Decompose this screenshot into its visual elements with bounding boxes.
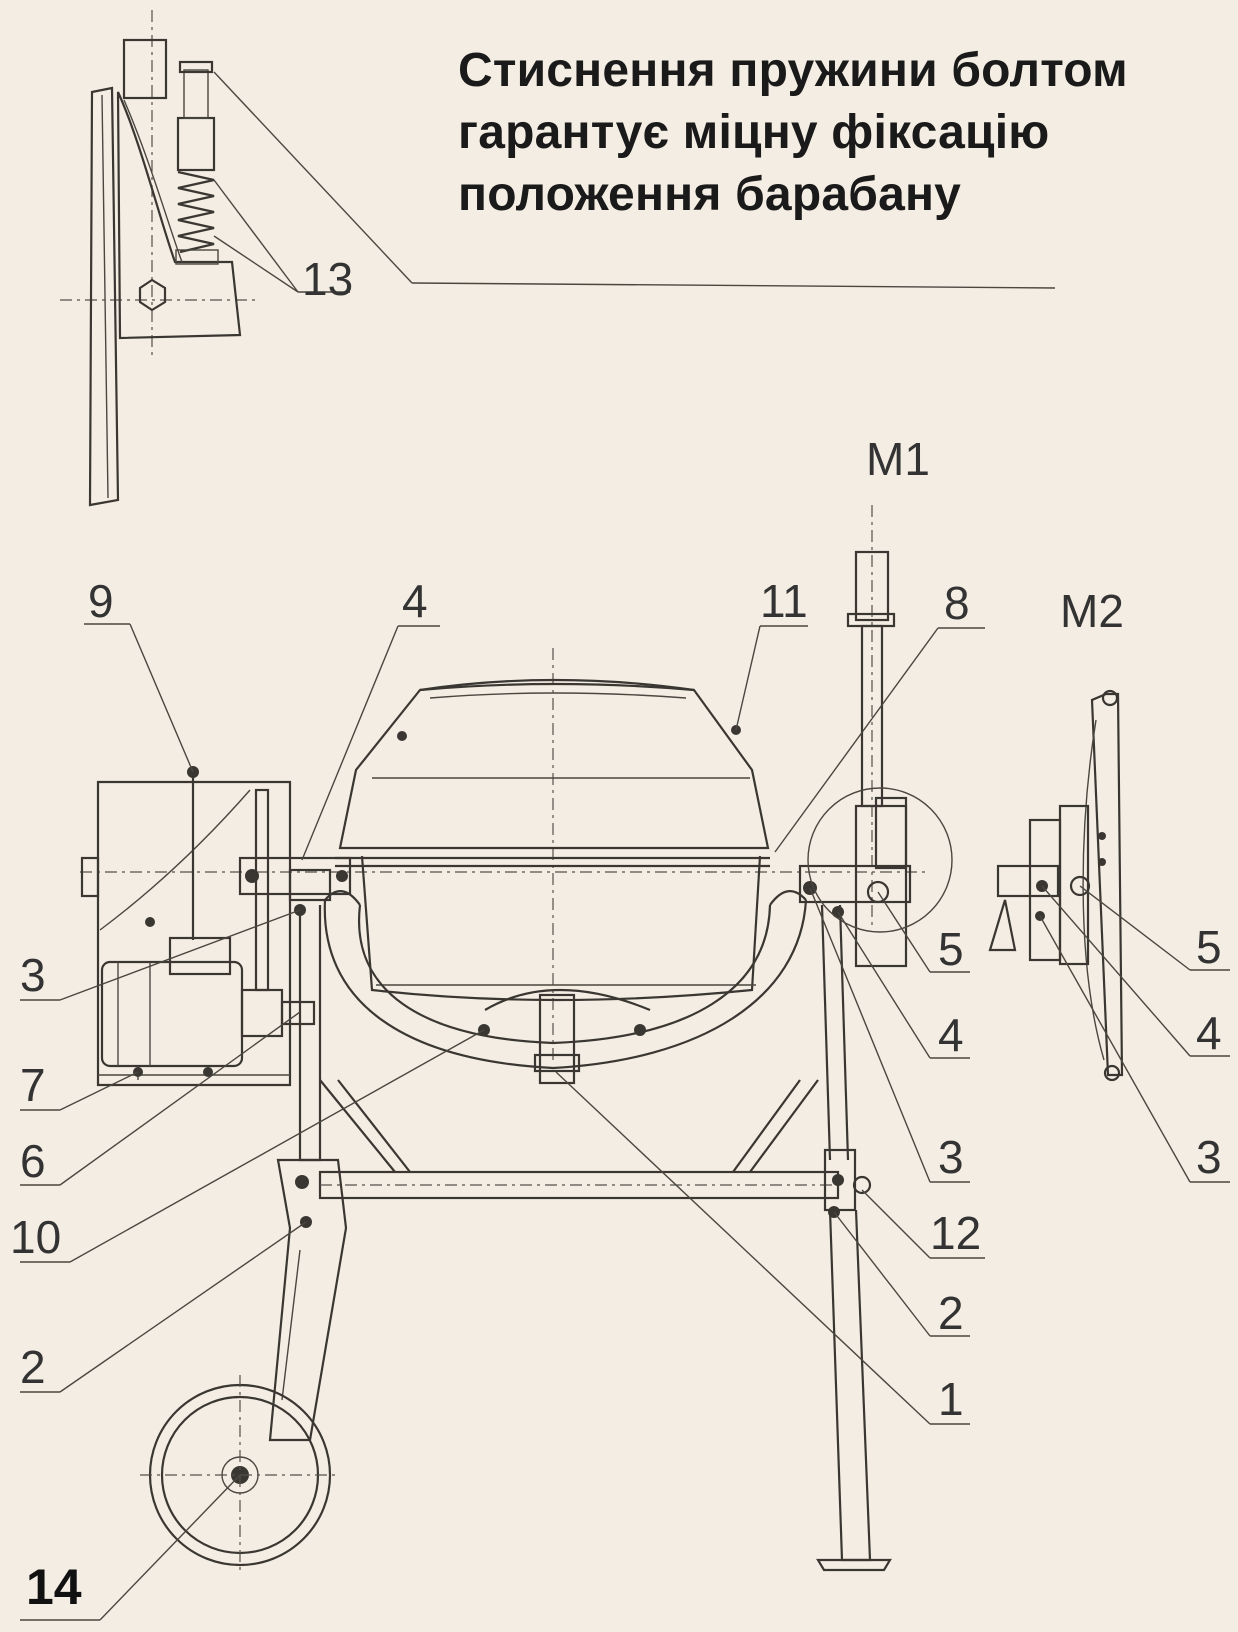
view-label-m1: M1 — [866, 433, 930, 485]
callout-4-mid: 4 — [938, 1009, 964, 1061]
caption-line-1: Стиснення пружини болтом — [458, 44, 1128, 97]
callout-3-left: 3 — [20, 949, 46, 1001]
callout-9: 9 — [88, 575, 114, 627]
callout-3-right: 3 — [1196, 1131, 1222, 1183]
callout-leaders — [20, 623, 1230, 1621]
callout-11: 11 — [760, 575, 808, 627]
callout-14: 14 — [26, 1559, 82, 1615]
callout-4-right: 4 — [1196, 1007, 1222, 1059]
tilt-handle — [798, 550, 953, 968]
left-pivot — [238, 856, 352, 916]
mixer-drum — [338, 678, 770, 1002]
m2-side-view — [988, 689, 1124, 1082]
caption: Стиснення пружини болтом гарантує міцну … — [458, 40, 1128, 226]
callout-13: 13 — [302, 253, 354, 305]
callout-2-right: 2 — [938, 1287, 964, 1339]
caption-line-3: положення барабану — [458, 168, 962, 221]
motor-housing — [80, 766, 316, 1087]
callout-3-mid: 3 — [938, 1131, 964, 1183]
stand-frame — [268, 904, 892, 1572]
callout-10: 10 — [10, 1211, 62, 1263]
callout-6: 6 — [20, 1135, 46, 1187]
callout-12: 12 — [930, 1207, 982, 1259]
drum-cradle — [323, 890, 808, 1085]
callout-5-right: 5 — [1196, 921, 1222, 973]
view-label-m2: M2 — [1060, 585, 1124, 637]
callout-5-mid: 5 — [938, 923, 964, 975]
callout-4-top: 4 — [402, 575, 428, 627]
callout-1: 1 — [938, 1373, 964, 1425]
callout-8: 8 — [944, 577, 970, 629]
spring-lock-detail — [60, 10, 1056, 507]
caption-line-2: гарантує міцну фіксацію — [458, 106, 1050, 159]
callout-7: 7 — [20, 1059, 46, 1111]
callout-2-left: 2 — [20, 1341, 46, 1393]
mixer-main-view — [80, 505, 953, 1575]
